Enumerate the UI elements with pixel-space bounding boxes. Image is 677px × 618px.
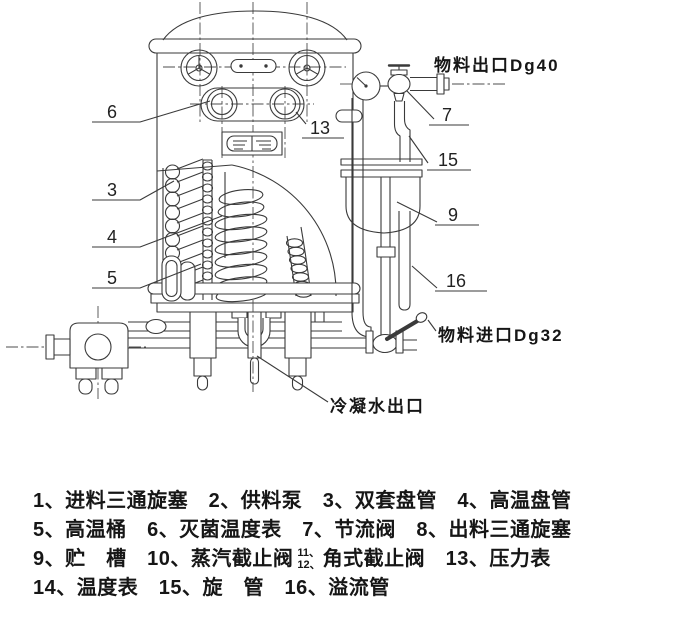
high-temp-barrel (162, 256, 181, 301)
spiral-pipe (395, 101, 411, 162)
condensate-outlet-label: 冷凝水出口 (330, 396, 425, 416)
callout-5: 5 (107, 268, 117, 288)
top-fittings (181, 50, 325, 155)
legend-line-3-before: 9、贮 槽 10、蒸汽截止阀 (33, 548, 294, 570)
valve-lever (387, 320, 419, 339)
right-column (336, 65, 449, 353)
pipe-union (146, 320, 166, 334)
callout-9: 9 (448, 205, 458, 225)
callout-6: 6 (107, 102, 117, 122)
gauge-panel (201, 88, 304, 121)
pump-suction-stub (52, 339, 70, 355)
outlet-pipe (410, 74, 449, 94)
tank-rim (149, 39, 361, 53)
throttle-valve (388, 65, 410, 101)
overflow-pipe (399, 211, 410, 310)
sterilizer-machine-diagram: 6 3 4 5 13 7 15 9 16 物料出口Dg40 物料进口Dg32 冷… (0, 0, 564, 416)
material-inlet-label: 物料进口Dg32 (438, 325, 564, 345)
legend-line-3-after: 角式截止阀 13、压力表 (322, 548, 551, 570)
legend-line-3-stacked-numbers: 11、12、 (297, 548, 320, 571)
legend-line-1: 1、进料三通旋塞 2、供料泵 3、双套盘管 4、高温盘管 (33, 490, 572, 512)
material-outlet-label: 物料出口Dg40 (434, 55, 560, 75)
riser-pipe (352, 98, 363, 312)
sterilize-thermometer-gauge (207, 89, 237, 119)
pump-body (70, 323, 128, 368)
bolt-plate (231, 60, 276, 73)
inlet-valve (366, 311, 429, 353)
callout-7: 7 (442, 105, 452, 125)
pipe-port-labels: 物料出口Dg40 物料进口Dg32 冷凝水出口 (330, 55, 564, 416)
handwheel-right-icon (289, 50, 325, 86)
handwheel-left-icon (181, 50, 217, 86)
feed-pump (46, 323, 128, 394)
tank-base-assembly (190, 300, 311, 392)
tank-outlet-stub (336, 110, 362, 122)
cutaway-section (148, 159, 360, 304)
feed-down-pipe (377, 177, 395, 340)
cross-rod (148, 283, 360, 294)
left-leg (190, 312, 216, 358)
legend-line-2: 5、高温桶 6、灭菌温度表 7、节流阀 8、出料三通旋塞 (33, 519, 572, 541)
tank-base-band (157, 303, 353, 312)
tank-dome (163, 11, 347, 40)
callout-3: 3 (107, 180, 117, 200)
condensate-pipe (248, 312, 261, 384)
legend-line-4: 14、温度表 15、旋 管 16、溢流管 (33, 577, 390, 599)
parts-legend: 1、进料三通旋塞 2、供料泵 3、双套盘管 4、高温盘管 5、高温桶 6、灭菌温… (33, 487, 667, 603)
callout-13: 13 (310, 118, 330, 138)
callout-4: 4 (107, 227, 117, 247)
legend-item-12: 12、 (297, 558, 321, 571)
cutaway-arc (232, 165, 336, 296)
callout-numbers: 6 3 4 5 13 7 15 9 16 (107, 102, 466, 291)
thermometer-gauge (352, 72, 389, 100)
right-leg (285, 312, 311, 358)
nameplate (222, 132, 282, 155)
pressure-gauge (270, 89, 300, 119)
callout-15: 15 (438, 150, 458, 170)
callout-16: 16 (446, 271, 466, 291)
callout-leaders (92, 91, 487, 402)
legend-item-11: 11、 (297, 547, 321, 560)
